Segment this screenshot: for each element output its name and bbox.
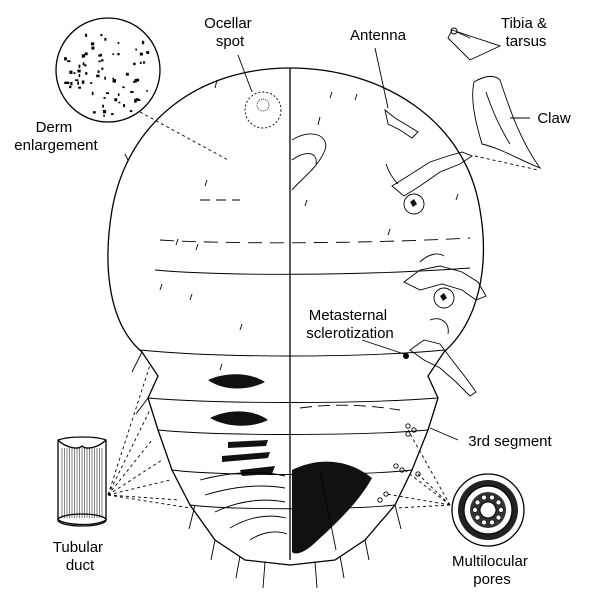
label-metasternal: Metasternal sclerotization: [306, 307, 394, 342]
ocellar-spot-mark: [244, 91, 282, 129]
leader-lines: [107, 31, 539, 509]
abdominal-pores: [377, 423, 421, 503]
label-claw: Claw: [537, 110, 571, 127]
abdominal-plates: [199, 374, 401, 554]
label-multilocular-pores: Multilocular pores: [452, 553, 532, 588]
label-derm-enlargement: Derm enlargement: [14, 119, 98, 154]
labels: Ocellar spot Antenna Tibia & tarsus Claw…: [14, 15, 571, 588]
label-antenna: Antenna: [350, 27, 407, 44]
ventral-appendages: [291, 27, 542, 397]
label-third-segment: 3rd segment: [468, 433, 552, 450]
dorsal-setae: [124, 79, 459, 371]
label-tubular-duct: Tubular duct: [53, 539, 107, 574]
label-ocellar-spot: Ocellar spot: [204, 15, 256, 50]
tubular-duct-inset: [57, 436, 107, 527]
derm-enlargement-inset: [55, 17, 161, 123]
multilocular-pore-inset: [451, 473, 525, 547]
terminal-setae: [131, 351, 402, 589]
label-tibia-tarsus: Tibia & tarsus: [501, 15, 551, 50]
